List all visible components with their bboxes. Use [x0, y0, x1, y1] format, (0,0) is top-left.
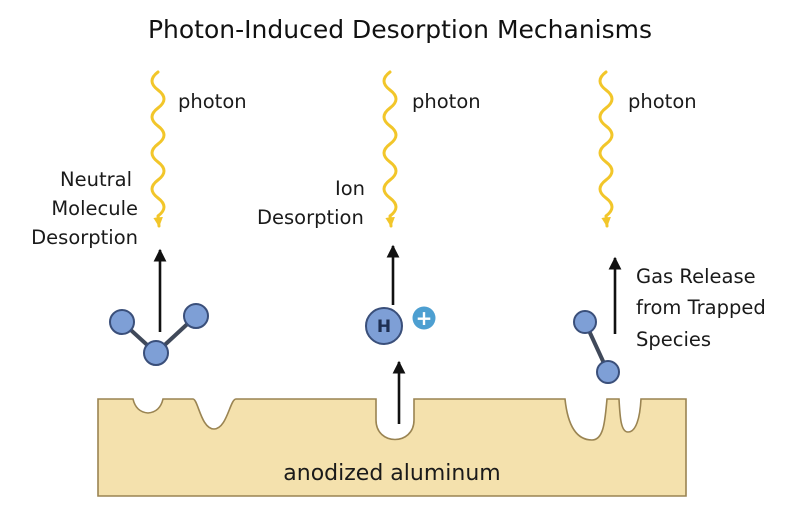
svg-text:Gas Release: Gas Release	[636, 265, 756, 288]
positive-charge-icon	[412, 306, 436, 330]
molecule-atom-left	[109, 309, 135, 335]
trapped-atom-top	[573, 310, 597, 334]
neutral-molecule	[109, 303, 209, 366]
hydrogen-atom	[365, 307, 403, 345]
photon-label-2: photon	[412, 90, 481, 113]
svg-text:Desorption: Desorption	[257, 206, 364, 229]
svg-text:Neutral: Neutral	[60, 168, 132, 191]
photon-wave-2	[382, 70, 398, 228]
photon-wave-1	[150, 70, 166, 228]
photon-wave-3	[598, 70, 614, 228]
photon-label-1: photon	[178, 90, 247, 113]
molecule-atom-center	[143, 340, 169, 366]
svg-text:Desorption: Desorption	[31, 226, 138, 249]
svg-text:Species: Species	[636, 328, 711, 351]
anodized-aluminum-surface: anodized aluminum	[97, 398, 687, 497]
svg-text:Ion: Ion	[335, 177, 365, 200]
photon-label-3: photon	[628, 90, 697, 113]
trapped-species-molecule	[573, 310, 620, 384]
svg-text:Molecule: Molecule	[51, 197, 138, 220]
surface-label: anodized aluminum	[283, 461, 500, 486]
molecule-atom-right	[183, 303, 209, 329]
gas-release-label: Gas Release from Trapped Species	[636, 265, 766, 351]
svg-text:from Trapped: from Trapped	[636, 296, 766, 319]
trapped-atom-bottom	[596, 360, 620, 384]
hydrogen-symbol: H	[377, 317, 391, 337]
neutral-molecule-label: Neutral Molecule Desorption	[31, 168, 138, 249]
ion-desorption-label: Ion Desorption	[257, 177, 365, 229]
charge-symbol: +	[416, 306, 433, 330]
hydrogen-ion: H +	[365, 306, 436, 345]
page-title: Photon-Induced Desorption Mechanisms	[148, 15, 652, 44]
